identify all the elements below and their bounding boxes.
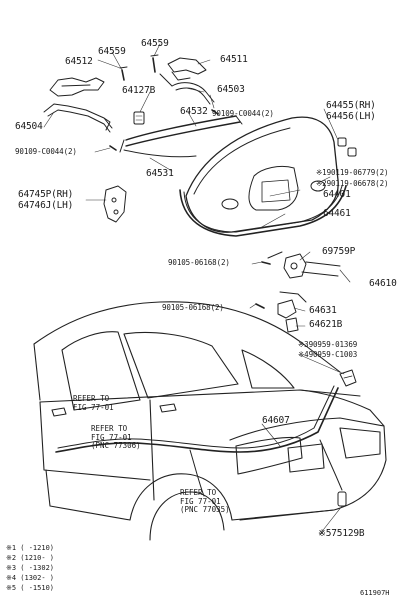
part-label: 64401 [323, 189, 351, 200]
part-label: ※290119-06678(2) [316, 179, 389, 188]
part-label: 64532 [180, 106, 208, 117]
part-label: 64745P(RH) [18, 189, 74, 200]
car-body [33, 301, 387, 541]
release-cable [55, 385, 347, 507]
footnote: ※5 ( -1510) [6, 584, 55, 592]
figure-code: 611907H [360, 589, 390, 597]
leader-lines [43, 43, 351, 535]
part-label: ※190119-06779(2) [316, 168, 389, 177]
part-label: 90105-06168(2) [162, 303, 224, 312]
part-label: 64559 [98, 46, 126, 57]
part-label: 64461 [323, 208, 351, 219]
part-label: 64531 [146, 168, 174, 179]
footnote: ※2 (1210- ) [6, 554, 55, 562]
part-label: 90109-C0044(2) [15, 147, 77, 156]
footnote: ※1 ( -1210) [6, 544, 55, 552]
part-label: ※575129B [318, 528, 365, 539]
lock-assembly [255, 251, 341, 333]
side-bracket [103, 185, 127, 223]
part-label: ※390959-01369 [298, 340, 358, 349]
part-label: 64631 [309, 305, 337, 316]
weatherstrip [179, 185, 347, 237]
cable-clip [339, 369, 357, 387]
part-label: 64127B [122, 85, 156, 96]
part-label: 64621B [309, 319, 343, 330]
part-label: 64610 [369, 278, 397, 289]
part-label: 64504 [15, 121, 43, 132]
part-label: 90109-C0044(2) [212, 109, 274, 118]
trunk-hinge-assembly [43, 54, 243, 158]
part-label: 64455(RH) [326, 100, 376, 111]
part-label: 64746J(LH) [18, 200, 74, 211]
part-label: 64511 [220, 54, 248, 65]
part-label: 64512 [65, 56, 93, 67]
part-label: 64456(LH) [326, 111, 376, 122]
trunk-lid [185, 116, 357, 233]
part-label: 64503 [217, 84, 245, 95]
part-label: 90105-06168(2) [168, 258, 230, 267]
footnote: ※4 (1302- ) [6, 574, 55, 582]
part-label: 64559 [141, 38, 169, 49]
part-label: ※490959-C1003 [298, 350, 358, 359]
part-label: 69759P [322, 246, 356, 257]
footnote: ※3 ( -1302) [6, 564, 55, 572]
part-label: 64607 [262, 415, 290, 426]
